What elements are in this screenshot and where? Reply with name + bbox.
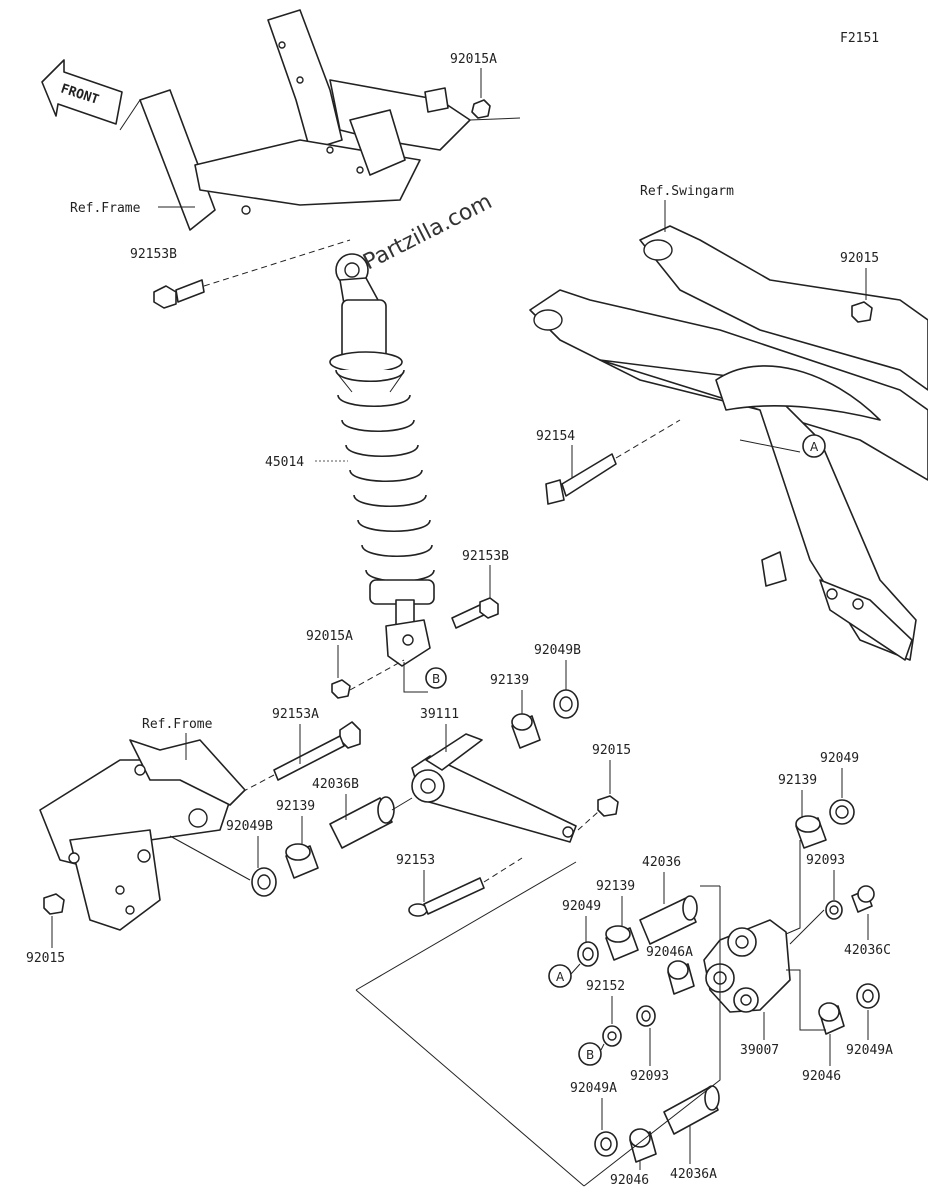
part-92139-upper-collar[interactable] [511, 713, 541, 749]
label-92153[interactable]: 92153 [396, 853, 435, 868]
part-92049-right-washer[interactable] [829, 799, 855, 825]
callout-b-shock-text: B [432, 672, 440, 686]
part-42036A-sleeve[interactable] [663, 1085, 720, 1135]
callout-b-lower [578, 1042, 602, 1066]
swingarm-illustration [529, 225, 928, 661]
label-92015-left[interactable]: 92015 [26, 951, 65, 966]
label-92153B-lower[interactable]: 92153B [462, 549, 509, 564]
label-92015-tierod[interactable]: 92015 [592, 743, 631, 758]
callout-b-lower-text: B [586, 1048, 594, 1062]
part-42036C-collar[interactable] [851, 885, 875, 913]
ref-swingarm-label: Ref.Swingarm [640, 184, 734, 199]
part-42036B-collar[interactable] [329, 796, 395, 849]
watermark: Partzilla.com [359, 189, 496, 275]
label-92046A[interactable]: 92046A [646, 945, 693, 960]
callout-a-lower-text: A [556, 970, 565, 984]
label-42036[interactable]: 42036 [642, 855, 681, 870]
part-92093-lower-seal[interactable] [636, 1005, 656, 1027]
part-92139-right-collar[interactable] [795, 815, 827, 849]
part-92046-lower-bearing[interactable] [629, 1128, 657, 1163]
frame-illustration [119, 9, 521, 231]
part-92153B-top-bolt[interactable] [153, 279, 205, 309]
part-92139-mid-collar[interactable] [285, 843, 319, 879]
part-92015-swingarm-nut[interactable] [851, 301, 873, 323]
label-92153B-top[interactable]: 92153B [130, 247, 177, 262]
assembly-guide-lines [355, 840, 826, 1187]
label-39111[interactable]: 39111 [420, 707, 459, 722]
label-92046-right[interactable]: 92046 [802, 1069, 841, 1084]
part-92049A-lower-washer[interactable] [594, 1131, 618, 1157]
part-92153B-lower-bolt[interactable] [451, 597, 499, 629]
part-92015A-lower-nut[interactable] [331, 679, 351, 699]
part-92049B-left-washer[interactable] [251, 867, 277, 897]
figure-code: F2151 [840, 31, 879, 46]
part-92015A-top-nut[interactable] [471, 99, 491, 119]
part-92153-bolt[interactable] [408, 877, 485, 917]
part-39111-tie-rod[interactable] [411, 733, 577, 843]
part-92093-right-seal[interactable] [825, 900, 843, 920]
part-92154-pivot-bolt[interactable] [545, 453, 617, 505]
rear-frame-bracket-illustration [39, 739, 251, 931]
label-92049A-right[interactable]: 92049A [846, 1043, 893, 1058]
label-92154[interactable]: 92154 [536, 429, 575, 444]
part-92046-right-bearing[interactable] [818, 1002, 845, 1035]
part-45014-rear-shock[interactable] [329, 253, 435, 667]
callout-a-lower [548, 964, 572, 988]
ref-frame-label: Ref.Frame [70, 201, 141, 216]
label-92139-right[interactable]: 92139 [778, 773, 817, 788]
ref-frome-label: Ref.Frome [142, 717, 213, 732]
callout-b-shock [425, 667, 447, 689]
part-92152-washer[interactable] [602, 1025, 622, 1047]
part-92049A-right-washer[interactable] [856, 983, 880, 1009]
label-92093-right[interactable]: 92093 [806, 853, 845, 868]
label-92049A-lower[interactable]: 92049A [570, 1081, 617, 1096]
label-39007[interactable]: 39007 [740, 1043, 779, 1058]
callout-a-swingarm-text: A [810, 440, 819, 454]
part-92153A-bolt[interactable] [273, 721, 361, 781]
label-92139-lower[interactable]: 92139 [596, 879, 635, 894]
front-arrow-icon: FRONT [41, 59, 123, 125]
label-92049-right[interactable]: 92049 [820, 751, 859, 766]
part-42036-sleeve[interactable] [639, 895, 698, 945]
label-92015A-lower[interactable]: 92015A [306, 629, 353, 644]
label-92015A-top[interactable]: 92015A [450, 52, 497, 67]
label-92049B-left[interactable]: 92049B [226, 819, 273, 834]
label-42036C[interactable]: 42036C [844, 943, 891, 958]
part-39007-rocker-arm[interactable] [703, 919, 791, 1013]
label-92139-mid[interactable]: 92139 [276, 799, 315, 814]
part-92046A-bearing[interactable] [667, 960, 695, 995]
label-92139-upper[interactable]: 92139 [490, 673, 529, 688]
label-42036B[interactable]: 42036B [312, 777, 359, 792]
label-45014[interactable]: 45014 [265, 455, 304, 470]
label-42036A[interactable]: 42036A [670, 1167, 717, 1182]
part-92139-lower-collar[interactable] [605, 925, 639, 961]
part-92049-lower-washer[interactable] [577, 941, 599, 967]
part-92015-tierod-nut[interactable] [597, 795, 619, 817]
part-92015-left-nut[interactable] [43, 893, 65, 915]
label-92152[interactable]: 92152 [586, 979, 625, 994]
label-92093-lower[interactable]: 92093 [630, 1069, 669, 1084]
label-92049-lower[interactable]: 92049 [562, 899, 601, 914]
label-92015-swingarm[interactable]: 92015 [840, 251, 879, 266]
label-92049B-upper[interactable]: 92049B [534, 643, 581, 658]
label-92046-lower[interactable]: 92046 [610, 1173, 649, 1188]
callout-a-swingarm [802, 434, 826, 458]
part-92049B-upper-washer[interactable] [553, 689, 579, 719]
label-92153A[interactable]: 92153A [272, 707, 319, 722]
